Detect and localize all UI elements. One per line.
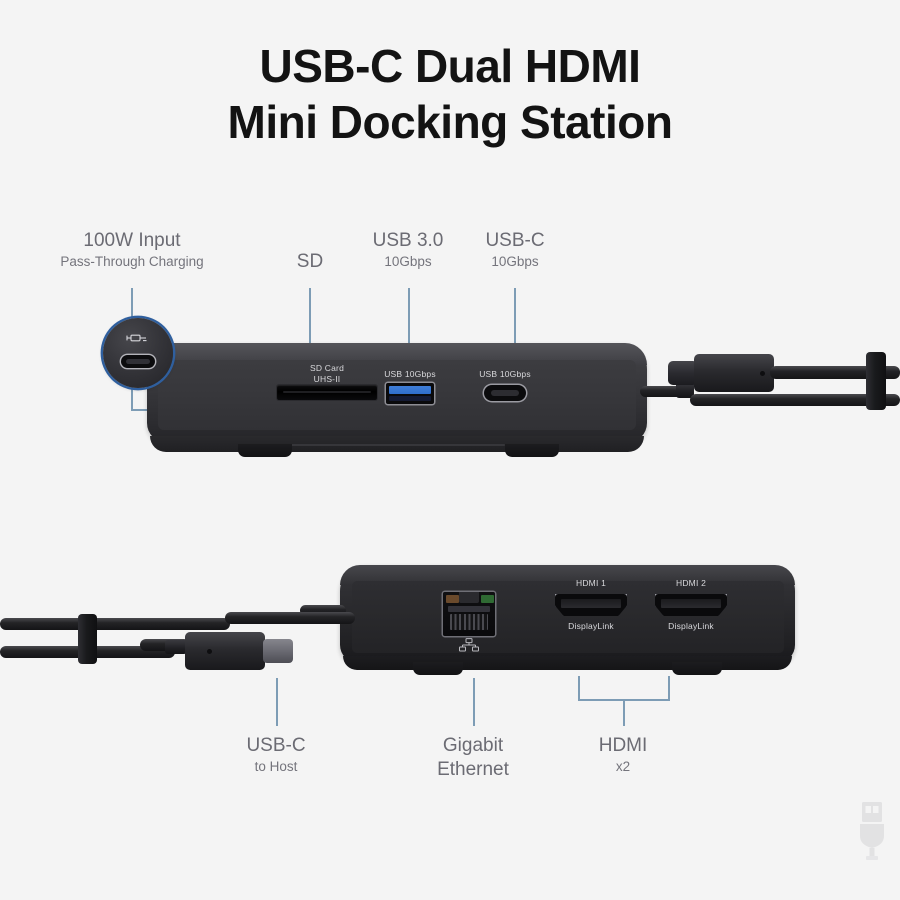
dock-bottom-edge — [340, 565, 795, 585]
callout-power-input-subtitle: Pass-Through Charging — [60, 254, 204, 269]
hdmi-1-port-label-top: HDMI 1 — [546, 578, 636, 589]
cable-bottom-connector-tip — [263, 639, 293, 663]
callout-usb3-subtitle: 10Gbps — [384, 254, 432, 269]
usb-a-port-label-line1: USB 10Gbps — [384, 369, 436, 379]
dock-top-edge — [147, 343, 647, 365]
cable-top-exit — [640, 386, 686, 397]
network-icon — [459, 638, 479, 652]
callout-hdmi-title: HDMI — [598, 735, 648, 756]
cable-bottom-connector-neck — [165, 640, 187, 654]
callout-usbc: USB-C 10Gbps — [463, 229, 567, 271]
leader-line-usbc — [514, 288, 516, 345]
ethernet-port-pins — [450, 614, 488, 630]
leader-line-hdmi-right-arm — [668, 676, 670, 700]
leader-line-usbc-host — [276, 678, 278, 726]
hdmi-2-port-label-line1: HDMI 2 — [675, 578, 706, 588]
ethernet-port-clip — [448, 606, 490, 612]
ethernet-led-amber — [446, 595, 459, 603]
callout-usb3: USB 3.0 10Gbps — [353, 229, 463, 271]
callout-usbc-subtitle: 10Gbps — [491, 254, 539, 269]
cable-top-connector-tip — [668, 361, 698, 385]
hdmi-2-port-label-line2: DisplayLink — [668, 621, 714, 631]
cable-bottom-connector-led — [207, 649, 212, 654]
cable-top-connector-led — [760, 371, 765, 376]
ethernet-port-notch — [459, 592, 479, 603]
callout-power-input: 100W Input Pass-Through Charging — [26, 229, 238, 271]
hdmi-2-port-label-top: HDMI 2 — [646, 578, 736, 589]
callout-ethernet: Gigabit Ethernet — [403, 734, 543, 782]
usb-plug-icon — [860, 802, 884, 860]
usb-c-port-label-line1: USB 10Gbps — [479, 369, 531, 379]
power-input-magnifier — [103, 318, 173, 388]
callout-usbc-title: USB-C — [485, 230, 545, 251]
dock-top-foot-left — [238, 444, 292, 457]
usb-a-port-slot — [389, 396, 431, 401]
callout-sd: SD — [268, 250, 352, 274]
cable-top-lower-run — [690, 394, 900, 406]
cable-bottom-upper-run — [0, 618, 230, 630]
cable-top-strap — [866, 352, 886, 410]
sd-card-slot-inner — [283, 391, 371, 393]
callout-usbc-host-subtitle: to Host — [254, 759, 298, 774]
hdmi-1-port-inner — [561, 599, 621, 608]
page-title: USB-C Dual HDMI Mini Docking Station — [0, 38, 900, 150]
leader-line-usb3 — [408, 288, 410, 345]
usb-c-port-label: USB 10Gbps — [465, 369, 545, 380]
hdmi-2-port-label-bottom: DisplayLink — [646, 621, 736, 632]
hdmi-1-port-label-bottom: DisplayLink — [546, 621, 636, 632]
callout-usb3-title: USB 3.0 — [372, 230, 444, 251]
sd-card-port-label: SD Card UHS-II — [277, 363, 377, 385]
callout-power-input-title: 100W Input — [83, 230, 181, 251]
dock-bottom-base — [343, 656, 792, 670]
callout-ethernet-title: Gigabit — [442, 735, 504, 756]
cable-bottom-strap — [78, 614, 97, 664]
hdmi-2-port-inner — [661, 599, 721, 608]
leader-line-power-input — [131, 288, 133, 318]
ethernet-led-green — [481, 595, 494, 603]
dock-bottom-foot-left — [413, 662, 463, 675]
dock-top-seam — [290, 444, 505, 446]
callout-hdmi: HDMI x2 — [563, 734, 683, 776]
leader-line-magnifier-vertical — [131, 388, 133, 410]
usb-a-port-label: USB 10Gbps — [370, 369, 450, 380]
cable-top-connector-neck — [676, 382, 694, 398]
hdmi-1-port-label-line2: DisplayLink — [568, 621, 614, 631]
sd-card-port-label-line1: SD Card — [310, 363, 344, 373]
sd-card-port-label-line2: UHS-II — [313, 374, 341, 384]
usb-a-port-tongue — [389, 385, 431, 394]
leader-line-sd — [309, 288, 311, 345]
callout-sd-title: SD — [296, 251, 324, 272]
cable-bottom-exit — [300, 605, 346, 616]
callout-usbc-host: USB-C to Host — [211, 734, 341, 776]
usb-c-power-port-tongue — [126, 359, 150, 364]
hdmi-1-port-label-line1: HDMI 1 — [575, 578, 606, 588]
cable-bottom-connector-body — [185, 632, 265, 670]
title-line-2: Mini Docking Station — [227, 96, 673, 148]
leader-line-hdmi-stem — [623, 699, 625, 726]
cable-bottom-return-run — [225, 612, 355, 624]
title-line-1: USB-C Dual HDMI — [259, 40, 641, 92]
power-plug-icon — [126, 334, 147, 342]
callout-usbc-host-title: USB-C — [246, 735, 306, 756]
leader-line-hdmi-left-arm — [578, 676, 580, 700]
dock-bottom-foot-right — [672, 662, 722, 675]
usb-c-port-tongue — [491, 390, 519, 396]
callout-hdmi-subtitle: x2 — [615, 759, 631, 774]
callout-ethernet-title-2: Ethernet — [437, 759, 509, 780]
leader-line-ethernet — [473, 678, 475, 726]
dock-top-foot-right — [505, 444, 559, 457]
dock-bottom-front-face — [352, 581, 784, 653]
